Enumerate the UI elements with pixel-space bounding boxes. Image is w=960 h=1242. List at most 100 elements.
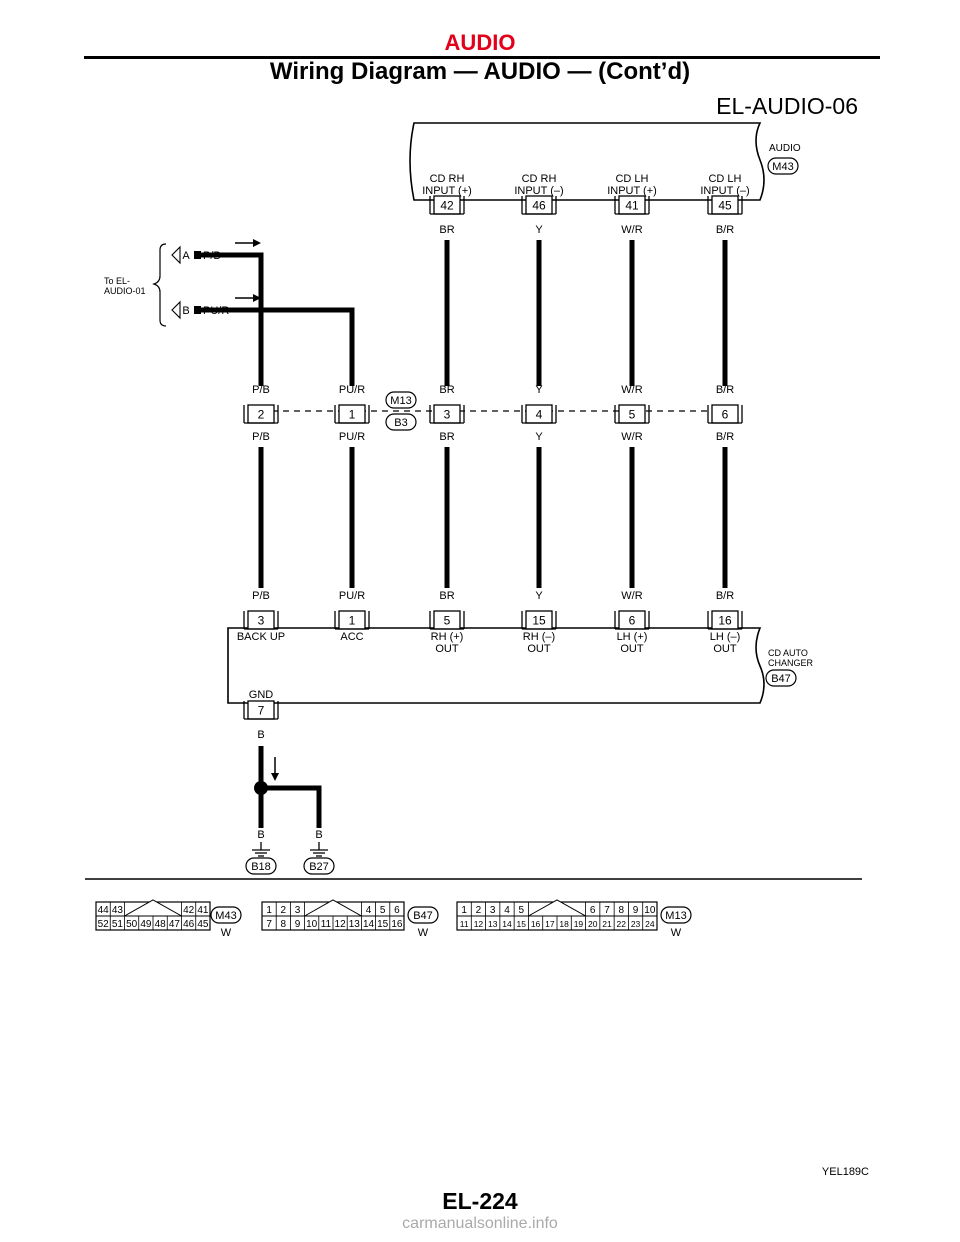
connector-view-pin: 44	[98, 905, 110, 916]
page-number: EL-224	[442, 1188, 518, 1214]
changer-terminal-label: RH (+)OUT	[431, 631, 464, 655]
ground-point-tag-outline	[245, 857, 277, 875]
joint-wire-color-bottom: B/R	[716, 431, 734, 443]
to-reference-arrow	[171, 245, 181, 265]
to-reference-letter: A	[182, 250, 190, 262]
ground-wire-color: B	[257, 829, 264, 841]
joint-wire-color-bottom: BR	[439, 431, 454, 443]
connector-view-pin: 14	[363, 919, 375, 930]
connector-view-pin: 43	[112, 905, 124, 916]
audio-unit-name: AUDIO	[769, 143, 801, 154]
connector-view-pin: 51	[112, 919, 124, 930]
diagram-reference-code: YEL189C	[822, 1166, 869, 1178]
connector-view-pin: 13	[488, 919, 498, 929]
connector-view-pin: 9	[633, 905, 639, 916]
audio-terminal-pin: 41	[625, 199, 639, 213]
audio-wire-color: Y	[535, 224, 543, 236]
joint-terminal-pin: 6	[722, 408, 729, 422]
connector-view-pin: 15	[377, 919, 389, 930]
audio-terminal-pin: 42	[440, 199, 454, 213]
audio-terminal-pin: 46	[532, 199, 546, 213]
ground-point-tag: B18	[251, 861, 271, 873]
joint-wire-color-top: Y	[535, 384, 543, 396]
header-rule	[84, 56, 880, 59]
connector-view-pin: 52	[98, 919, 110, 930]
changer-wire-color: W/R	[621, 590, 642, 602]
changer-gnd-wire-color: B	[257, 729, 264, 741]
connector-view-name-outline	[210, 906, 242, 924]
joint-connector-top-tag: M13	[390, 395, 411, 407]
connector-view-pin: 3	[490, 905, 496, 916]
connector-view-pin: 2	[281, 905, 287, 916]
changer-terminal-pin: 3	[258, 614, 265, 628]
joint-connector-bottom-tag-outline	[385, 413, 417, 431]
joint-connector-bottom-tag: B3	[394, 417, 407, 429]
footer-watermark: carmanualsonline.info	[402, 1215, 558, 1232]
connector-view-color: W	[671, 927, 682, 939]
connector-view-pin: 46	[183, 919, 195, 930]
changer-terminal-label: ACC	[340, 631, 363, 643]
joint-terminal-pin: 1	[349, 408, 356, 422]
connector-view-pin: 11	[321, 919, 332, 930]
connector-view-key	[122, 899, 184, 917]
connector-view-pin: 18	[559, 919, 569, 929]
connector-view-pin: 6	[590, 905, 596, 916]
connector-view-name-outline	[660, 906, 692, 924]
connector-view-pin: 42	[183, 905, 195, 916]
to-reference-brace	[152, 243, 167, 327]
joint-wire-color-bottom: W/R	[621, 431, 642, 443]
connector-view-name: B47	[413, 910, 433, 922]
connector-view-pin: 12	[474, 919, 484, 929]
ground-point-tag: B27	[309, 861, 329, 873]
connector-view-pin: 48	[155, 919, 167, 930]
connector-view-pin: 4	[504, 905, 510, 916]
page-title: Wiring Diagram — AUDIO — (Cont’d)	[269, 58, 691, 85]
audio-unit-box	[409, 122, 765, 201]
connector-view-pin: 50	[126, 919, 138, 930]
changer-terminal-pin: 5	[444, 614, 451, 628]
connector-view-pin: 11	[460, 919, 469, 929]
connector-view-pin: 49	[140, 919, 152, 930]
connector-view-pin: 4	[366, 905, 372, 916]
connector-view-pin: 47	[169, 919, 181, 930]
connector-view-pin: 41	[197, 905, 209, 916]
changer-wire-color: B/R	[716, 590, 734, 602]
section-title: AUDIO	[444, 30, 516, 55]
changer-gnd-label: GND	[249, 689, 274, 701]
changer-unit-box	[227, 627, 765, 704]
ground-wire-color: B	[315, 829, 322, 841]
connector-view-name: M13	[665, 910, 686, 922]
connector-view-name: M43	[215, 910, 236, 922]
connector-view-pin: 6	[394, 905, 400, 916]
connector-view-pin: 17	[545, 919, 555, 929]
changer-terminal-pin: 16	[718, 614, 732, 628]
ground-wire-branch	[261, 785, 322, 828]
connector-view-pin: 5	[519, 905, 525, 916]
connector-view-pin: 3	[295, 905, 301, 916]
to-reference-label: To EL-AUDIO-01	[104, 276, 146, 296]
connector-view-pin: 14	[502, 919, 512, 929]
to-reference-arrow	[171, 300, 181, 320]
to-reference-terminal	[194, 306, 201, 314]
changer-terminal-pin: 15	[532, 614, 546, 628]
connector-view-pin: 21	[602, 919, 612, 929]
joint-wire-color-top: P/B	[252, 384, 270, 396]
connector-view-pin: 15	[517, 919, 527, 929]
audio-connector-tag: M43	[772, 161, 793, 173]
audio-terminal-pin: 45	[718, 199, 732, 213]
signal-arrow-head	[253, 294, 261, 302]
audio-wire-color: BR	[439, 224, 454, 236]
connector-view-key	[302, 899, 364, 917]
audio-connector-tag-outline	[767, 157, 799, 175]
changer-terminal-label: LH (+)OUT	[617, 631, 648, 655]
connector-view-pin: 16	[391, 919, 403, 930]
to-reference-letter: B	[182, 305, 189, 317]
joint-terminal-pin: 5	[629, 408, 636, 422]
connector-view-pin: 45	[197, 919, 209, 930]
connector-view-pin: 7	[604, 905, 610, 916]
changer-terminal-pin: 1	[349, 614, 356, 628]
ground-flow-arrow-head	[271, 773, 279, 781]
connector-view-pin: 12	[335, 919, 347, 930]
